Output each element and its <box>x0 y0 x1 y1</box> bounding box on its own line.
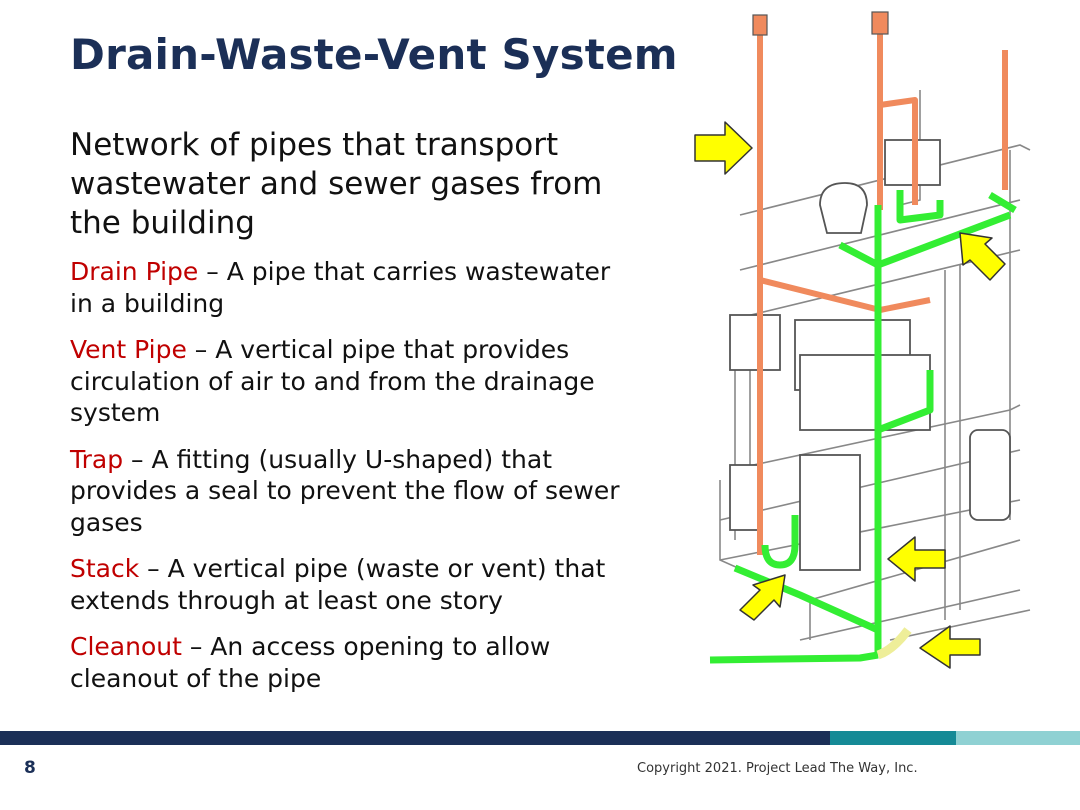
washer <box>729 464 761 531</box>
footer-bar-dark <box>0 731 830 745</box>
definition-text: – A vertical pipe (waste or vent) that e… <box>70 554 606 615</box>
term-label: Trap <box>70 444 124 474</box>
drain-pipes <box>709 190 1017 664</box>
footer-bar-teal <box>830 731 956 745</box>
dwv-system-illustration <box>694 11 1031 669</box>
arrow-vent-pipe <box>694 121 753 175</box>
pointer-arrows <box>694 121 1006 669</box>
definition-cleanout: Cleanout – An access opening to allow cl… <box>70 631 630 694</box>
kitchen-sink-cabinet <box>799 454 861 571</box>
definition-text: – A pipe that carries wastewater in a bu… <box>70 257 611 318</box>
definition-drain-pipe: Drain Pipe – A pipe that carries wastewa… <box>70 256 630 319</box>
definitions-list: Drain Pipe – A pipe that carries wastewa… <box>70 256 630 709</box>
definition-vent-pipe: Vent Pipe – A vertical pipe that provide… <box>70 334 630 429</box>
term-label: Drain Pipe <box>70 257 199 286</box>
definition-text: – An access opening to allow cleanout of… <box>70 632 551 693</box>
laundry-sink <box>729 314 781 371</box>
arrow-cleanout <box>919 625 981 669</box>
arrow-trap-bottom <box>739 574 786 621</box>
page-number: 8 <box>24 758 36 778</box>
term-label: Vent Pipe <box>70 335 187 364</box>
toilet <box>819 182 868 234</box>
definition-trap: Trap – A fitting (usually U-shaped) that… <box>70 444 630 539</box>
arrow-trap-top <box>959 232 1006 281</box>
copyright-notice: Copyright 2021. Project Lead The Way, In… <box>637 761 918 776</box>
cleanout-fitting <box>876 627 912 660</box>
fixtures <box>729 139 1011 571</box>
intro-text: Network of pipes that transport wastewat… <box>70 127 603 241</box>
arrow-stack <box>887 536 946 582</box>
definition-text: – A vertical pipe that provides circulat… <box>70 335 595 427</box>
water-heater <box>969 429 1011 521</box>
slide-title: Drain-Waste-Vent System <box>70 30 678 79</box>
definition-text: – A fitting (usually U-shaped) that prov… <box>70 444 620 537</box>
vent-cap-right <box>871 11 889 35</box>
term-label: Cleanout <box>70 632 182 661</box>
vent-pipes <box>757 30 1008 555</box>
definition-stack: Stack – A vertical pipe (waste or vent) … <box>70 553 630 616</box>
vent-caps <box>752 11 889 36</box>
footer-bar-light <box>956 731 1080 745</box>
term-label: Stack <box>70 554 140 583</box>
vent-cap-left <box>752 14 768 36</box>
